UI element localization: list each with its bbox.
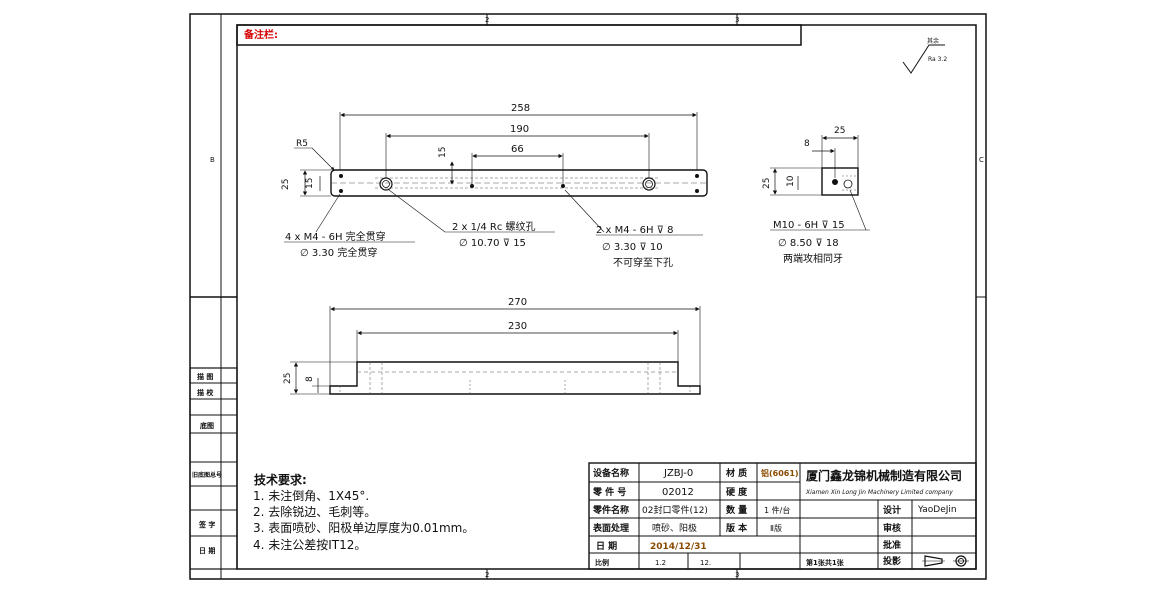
tb-hardness-label: 硬 度: [726, 486, 748, 498]
tech-requirements: 技术要求: 1. 未注倒角、1X45°. 2. 去除锐边、毛刺等。 3. 表面喷…: [253, 472, 474, 552]
tb-material-value: 铝(6061): [761, 468, 799, 478]
tb-surface-label: 表面处理: [592, 522, 629, 534]
note-rc-thread: 2 x 1/4 Rc 螺纹孔: [452, 220, 536, 233]
note-rc-depth: ∅ 10.70 ⊽ 15: [459, 238, 526, 249]
tb-version-label: 版 本: [725, 522, 748, 534]
projection-symbol-icon: [922, 555, 969, 567]
dim-25-left: 25: [281, 179, 291, 190]
tb-scale-value: 1.2: [655, 559, 666, 567]
tb-date-label: 日 期: [596, 540, 617, 552]
dim-258: 258: [511, 103, 530, 114]
surface-finish-symbol: 其余 Ra 3.2: [902, 37, 947, 74]
tb-unit-value: 12.: [700, 559, 711, 567]
dim-190: 190: [510, 124, 529, 135]
tb-quantity-label: 数 量: [726, 504, 747, 516]
tech-item-4: 4. 未注公差按IT12。: [253, 537, 366, 552]
tb-part-no-value: 02012: [662, 487, 694, 498]
side-dim-25-top: 25: [834, 126, 845, 136]
side-view: 25 8 25 10 M10 - 6H ⊽ 15 ∅ 8.50 ⊽ 18 两端攻…: [762, 126, 870, 265]
side-dim-25-left: 25: [762, 178, 772, 189]
remark-label: 备注栏:: [243, 28, 278, 41]
tb-company-cn: 厦门鑫龙锦机械制造有限公司: [806, 468, 962, 483]
dim-15-offset: 15: [438, 147, 448, 158]
tb-scale-label: 比例: [595, 558, 609, 567]
tb-material-label: 材 质: [725, 467, 747, 479]
tech-item-2: 2. 去除锐边、毛刺等。: [253, 504, 376, 519]
tech-item-1: 1. 未注倒角、1X45°.: [253, 488, 369, 503]
tb-part-no-label: 零 件 号: [592, 486, 626, 498]
sidebar-label-date: 日 期: [199, 546, 215, 555]
sidebar-label-check: 描 校: [197, 388, 214, 397]
tb-approve-label: 批准: [883, 539, 901, 551]
tb-sheet-label: 第1张共1张: [806, 558, 845, 567]
surface-finish-value: Ra 3.2: [928, 56, 947, 63]
border-number-top-1: 2: [485, 16, 489, 24]
side-dim-10: 10: [786, 175, 796, 187]
border-letter-left: B: [210, 156, 215, 164]
side-note-both-ends: 两端攻相同牙: [783, 252, 843, 265]
top-view: 258 190 66 15 25 15 R5 4 x M4 - 6H 完全贯穿 …: [281, 103, 708, 269]
note-m4-through: 4 x M4 - 6H 完全贯穿: [285, 230, 386, 243]
note-dia-blind: ∅ 3.30 ⊽ 10: [602, 242, 663, 253]
tb-equipment-label: 设备名称: [593, 467, 629, 479]
note-no-through: 不可穿至下孔: [613, 256, 673, 269]
border-letter-right: C: [979, 156, 984, 164]
border-number-top-2: 3: [735, 16, 739, 24]
front-dim-25: 25: [283, 373, 293, 384]
front-dim-270: 270: [508, 297, 527, 308]
front-view: 270 230 25 8: [283, 297, 701, 395]
sidebar-label-old-base: 旧底图总号: [192, 471, 222, 479]
note-m4-blind: 2 x M4 - 6H ⊽ 8: [596, 225, 674, 236]
dim-66: 66: [511, 144, 524, 155]
tb-quantity-value: 1 件/台: [764, 505, 790, 515]
tech-title: 技术要求:: [254, 472, 307, 487]
tb-company-en: Xiamen Xin Long Jin Machinery Limited co…: [805, 489, 953, 496]
title-block: 设备名称 JZBJ-0 材 质 铝(6061) 厦门鑫龙锦机械制造有限公司 Xi…: [588, 462, 977, 570]
side-note-dia: ∅ 8.50 ⊽ 18: [778, 238, 839, 249]
side-note-m10: M10 - 6H ⊽ 15: [773, 220, 845, 231]
tb-equipment-value: JZBJ-0: [663, 468, 693, 479]
left-sidebar-table: 描 图 描 校 底图 旧底图总号 签 字 日 期: [189, 367, 238, 570]
tb-projection-label: 投影: [883, 555, 901, 567]
tb-surface-value: 喷砂、阳极: [652, 522, 697, 534]
dim-15-left: 15: [305, 178, 315, 189]
border-number-bottom-2: 3: [735, 571, 739, 579]
border-number-bottom-1: 2: [485, 571, 489, 579]
note-dia-through: ∅ 3.30 完全贯穿: [300, 246, 377, 259]
tb-design-label: 设计: [883, 504, 901, 516]
dim-r5: R5: [296, 139, 308, 149]
front-dim-8: 8: [305, 376, 315, 382]
sidebar-label-draw: 描 图: [197, 372, 213, 381]
tech-item-3: 3. 表面喷砂、阳极单边厚度为0.01mm。: [253, 520, 474, 535]
tb-design-value: YaoDeJin: [917, 505, 957, 515]
front-dim-230: 230: [508, 321, 527, 332]
tb-date-value: 2014/12/31: [650, 542, 707, 552]
tb-review-label: 审核: [883, 522, 901, 534]
tb-version-value: Ⅱ版: [770, 523, 782, 533]
sidebar-label-sign: 签 字: [198, 520, 215, 529]
tb-part-name-label: 零件名称: [592, 504, 629, 516]
surface-finish-label: 其余: [927, 37, 939, 45]
remark-bar: [236, 24, 802, 46]
side-dim-8: 8: [804, 139, 810, 149]
sidebar-label-base: 底图: [200, 421, 214, 430]
tb-part-name-value: 02封口零件(12): [642, 504, 708, 516]
